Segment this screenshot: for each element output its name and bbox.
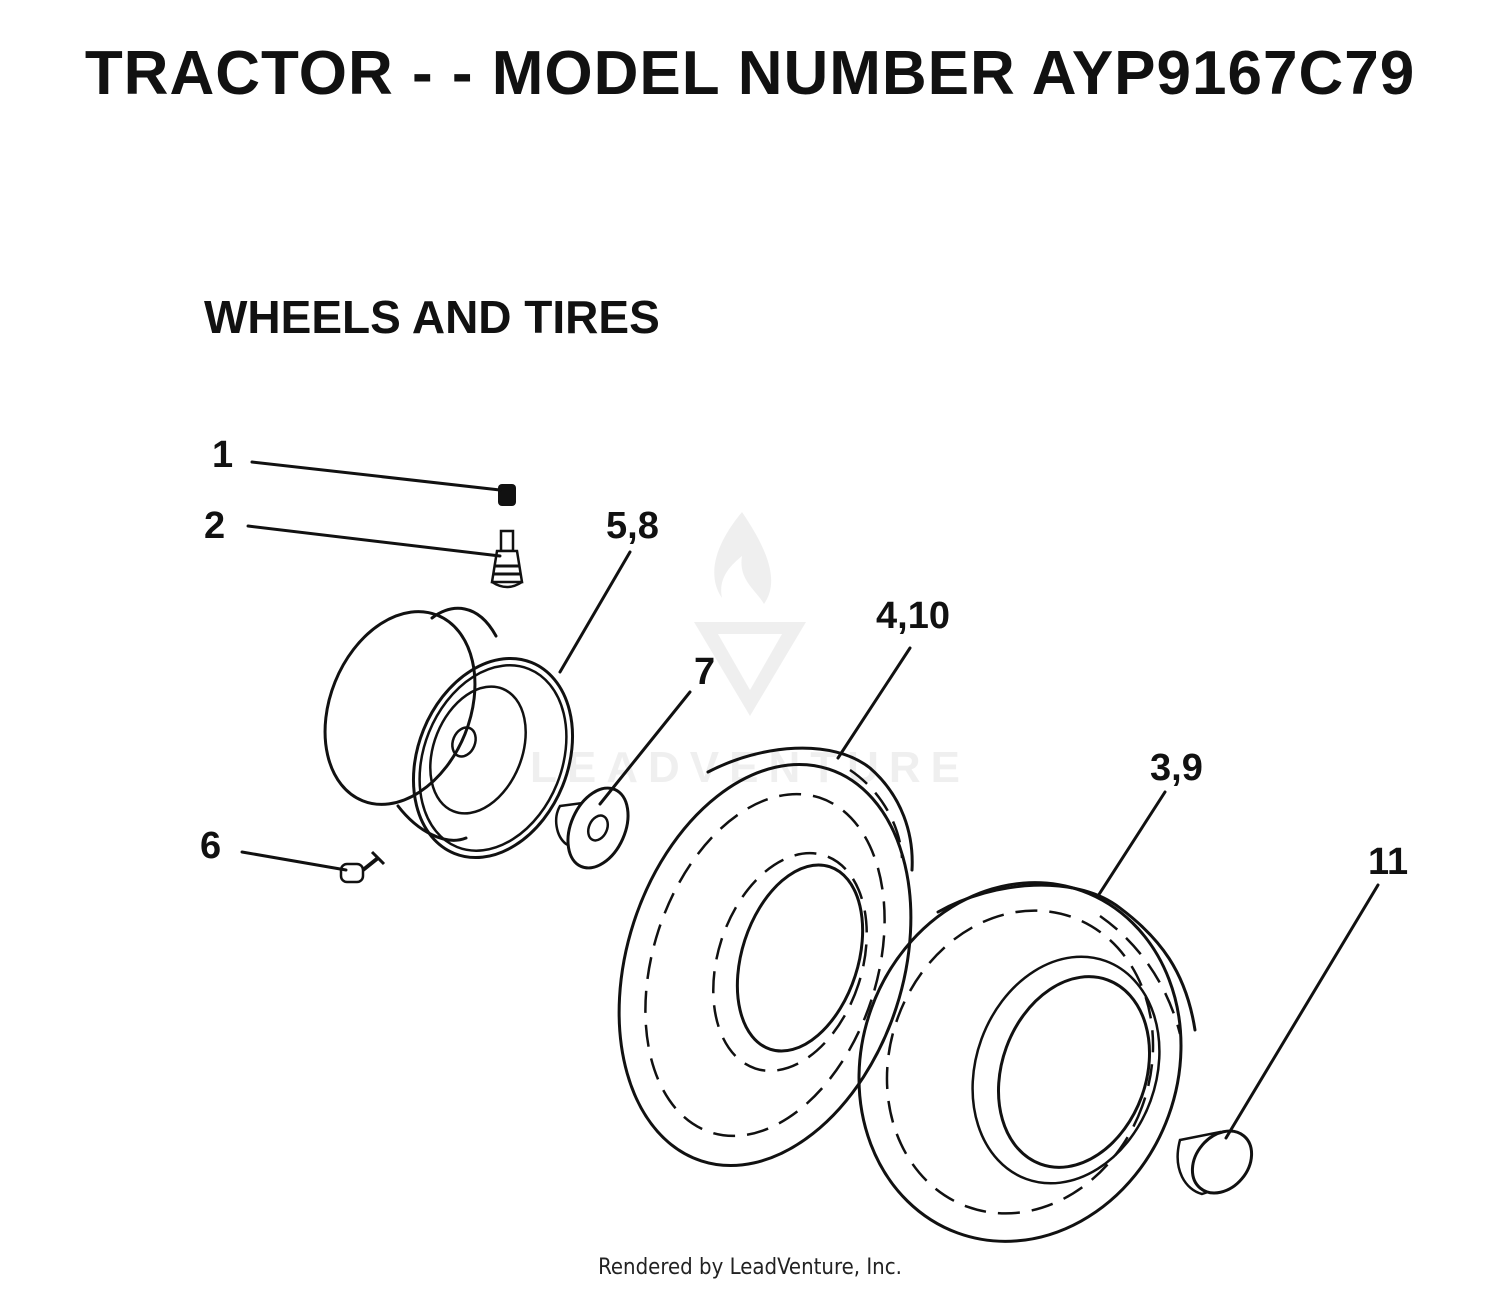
part-grease-fitting bbox=[339, 850, 386, 884]
section-heading: WHEELS AND TIRES bbox=[204, 291, 660, 343]
callout-7: 7 bbox=[694, 651, 715, 693]
watermark-text: LEADVENTURE bbox=[530, 743, 970, 792]
flame-icon bbox=[714, 512, 772, 604]
callout-6: 6 bbox=[200, 825, 221, 867]
part-tire-front bbox=[857, 881, 1197, 1243]
v-logo-icon bbox=[694, 622, 806, 716]
footer-credit: Rendered by LeadVenture, Inc. bbox=[598, 1255, 902, 1280]
callout-1: 1 bbox=[212, 434, 233, 476]
part-valve-cap bbox=[498, 484, 516, 506]
callout-3-9: 3,9 bbox=[1150, 747, 1203, 789]
leader-4-10 bbox=[836, 646, 912, 760]
part-bearing bbox=[1176, 1129, 1254, 1196]
callout-2: 2 bbox=[204, 505, 225, 547]
leader-lines bbox=[240, 460, 1380, 1140]
leader-2 bbox=[246, 524, 502, 558]
leader-7 bbox=[598, 690, 692, 806]
part-tire-rear bbox=[617, 746, 914, 1168]
callout-4-10: 4,10 bbox=[876, 595, 950, 637]
callout-5-8: 5,8 bbox=[606, 505, 659, 547]
watermark: LEADVENTURE bbox=[530, 512, 970, 792]
part-rim bbox=[323, 606, 575, 860]
leader-11 bbox=[1224, 883, 1380, 1140]
leader-1 bbox=[250, 460, 502, 492]
page-title: TRACTOR - - MODEL NUMBER AYP9167C79 bbox=[84, 39, 1416, 108]
part-valve-stem bbox=[490, 529, 524, 589]
leader-3-9 bbox=[1096, 790, 1167, 898]
leader-5-8 bbox=[558, 550, 632, 674]
callout-11: 11 bbox=[1368, 841, 1408, 883]
part-bushing bbox=[554, 786, 630, 870]
leader-6 bbox=[240, 850, 348, 872]
